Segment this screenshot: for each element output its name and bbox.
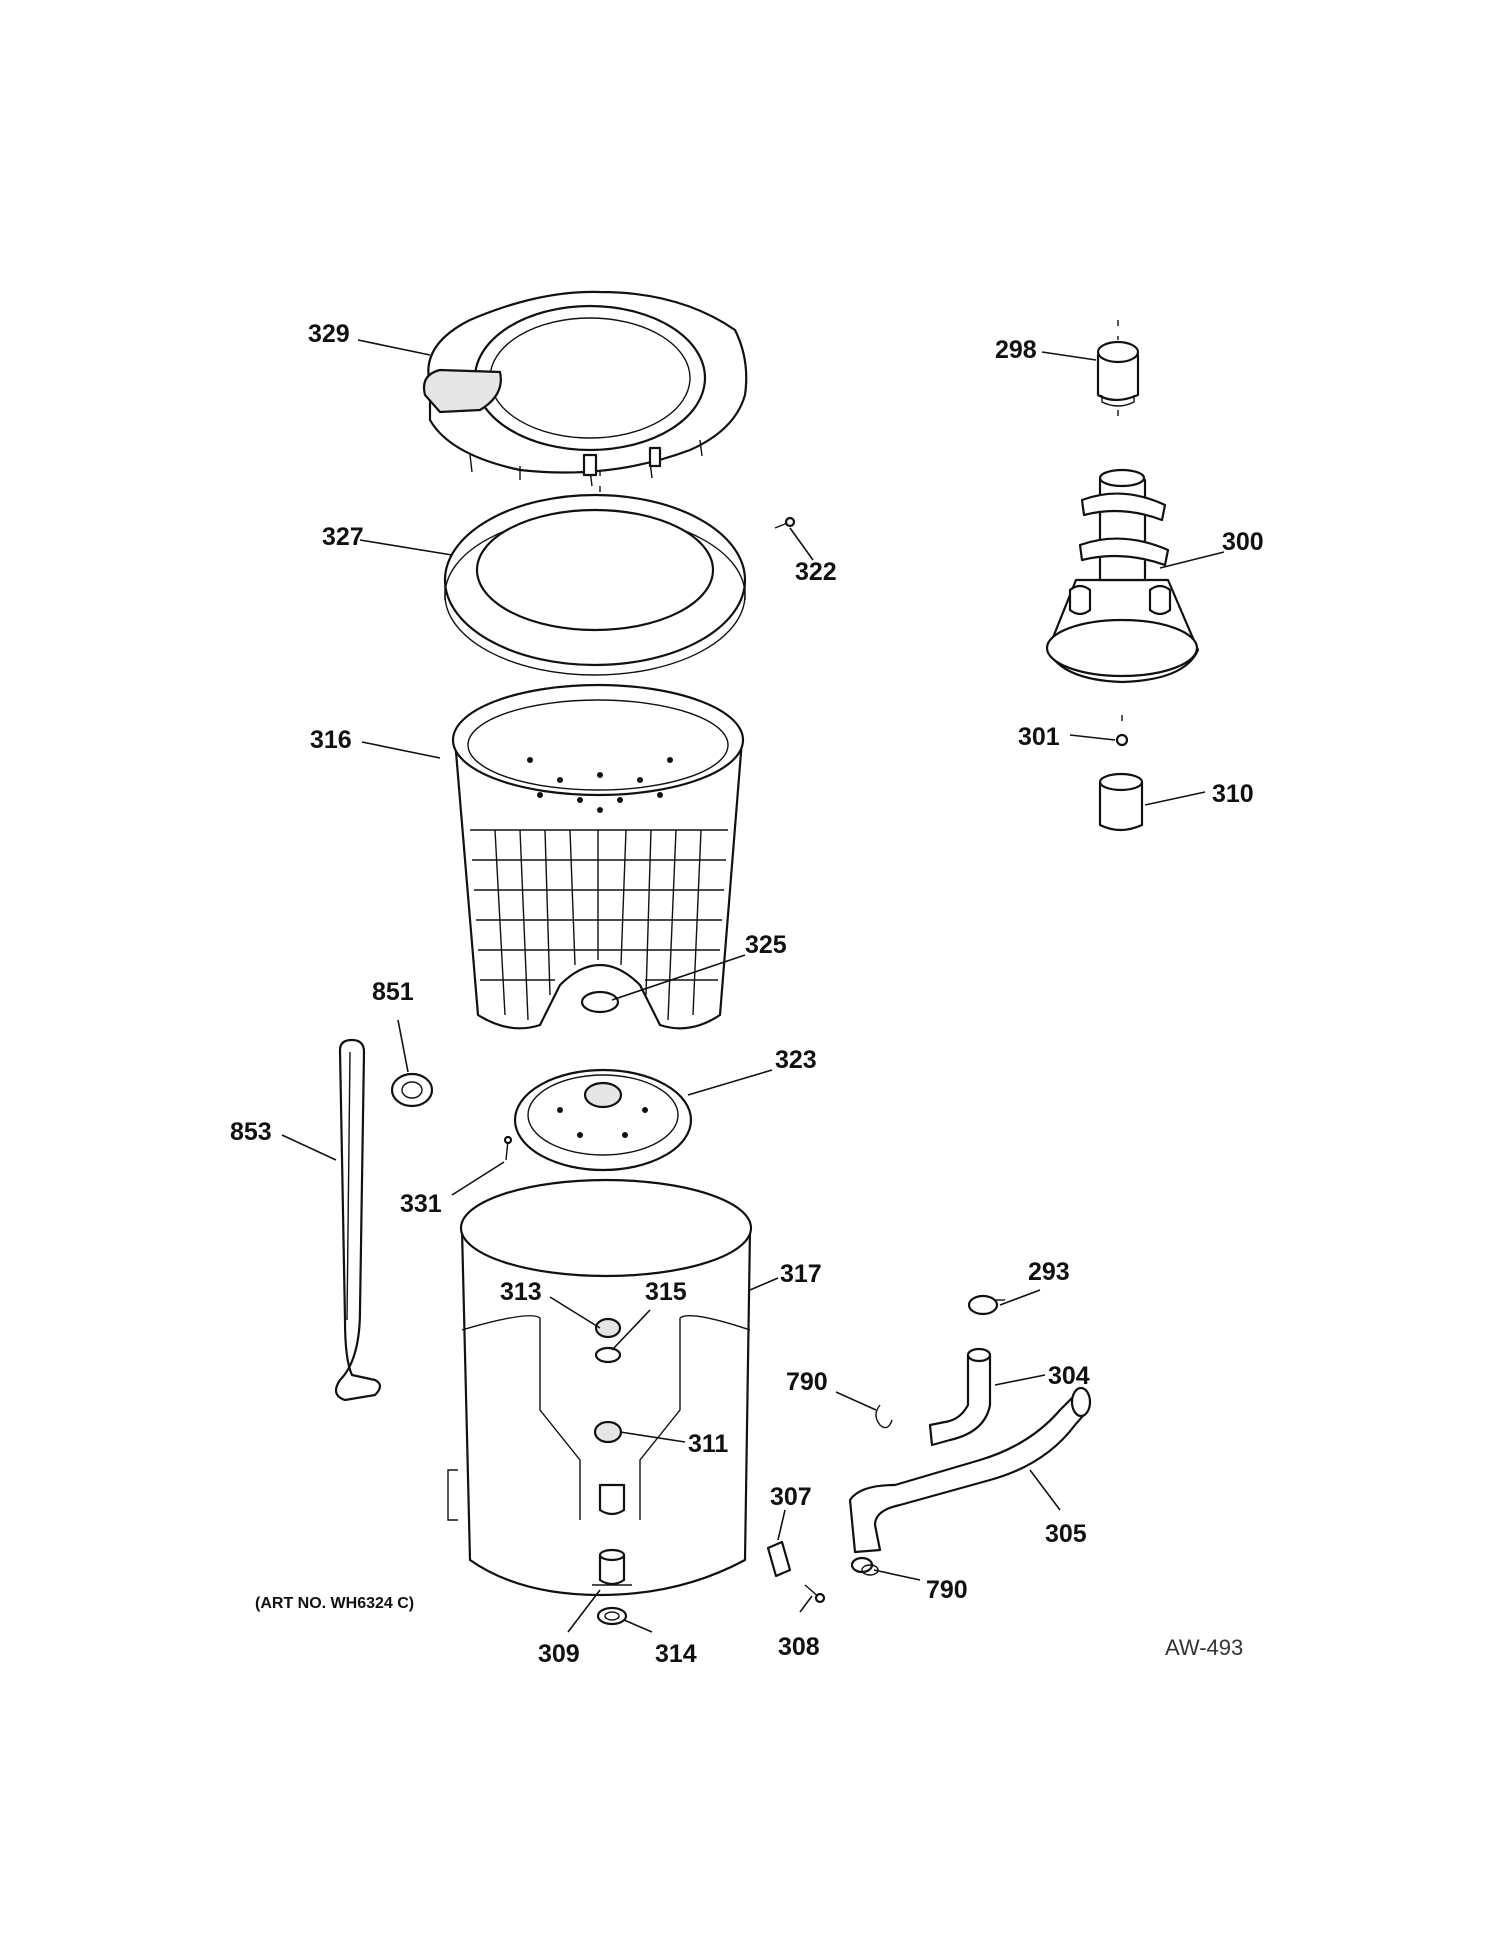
bearing-309-part: [592, 1548, 632, 1586]
tub-cover-part: [422, 290, 748, 487]
callout-329: 329: [308, 320, 350, 348]
drain-hose-305-part: [848, 1386, 1092, 1554]
agitator-cap-298-part: [1096, 340, 1140, 407]
callout-790-upper: 790: [786, 1368, 828, 1396]
hub-part: [513, 1068, 693, 1172]
clamp-790-upper-part: [875, 1404, 893, 1429]
callout-323: 323: [775, 1046, 817, 1074]
callout-305: 305: [1045, 1520, 1087, 1548]
callout-322: 322: [795, 558, 837, 586]
bracket-307-part: [766, 1540, 792, 1578]
callout-790-lower: 790: [926, 1576, 968, 1604]
callout-325: 325: [745, 931, 787, 959]
callout-316: 316: [310, 726, 352, 754]
leader-lines: [281, 339, 1225, 1633]
callout-311: 311: [688, 1430, 728, 1458]
callout-309: 309: [538, 1640, 580, 1668]
balance-ring-part: [443, 493, 747, 676]
callout-310: 310: [1212, 780, 1254, 808]
elbow-304-part: [928, 1347, 992, 1447]
cap-851-part: [390, 1072, 434, 1108]
screw-322-part: [774, 516, 796, 529]
callout-315: 315: [645, 1278, 687, 1306]
callout-851: 851: [372, 978, 414, 1006]
clamp-293-part: [967, 1294, 1005, 1316]
callout-307: 307: [770, 1483, 812, 1511]
callout-298: 298: [995, 336, 1037, 364]
callout-317: 317: [780, 1260, 822, 1288]
callout-304: 304: [1048, 1362, 1090, 1390]
agitator-300-part: [1045, 468, 1200, 684]
callout-301: 301: [1018, 723, 1060, 751]
bolt-331-part: [503, 1135, 513, 1161]
callout-314: 314: [655, 1640, 697, 1668]
coupling-310-part: [1098, 772, 1144, 832]
callout-331: 331: [400, 1190, 442, 1218]
seal-314-part: [596, 1606, 628, 1626]
spin-basket-part: [451, 683, 745, 1030]
callout-308: 308: [778, 1633, 820, 1661]
callout-327: 327: [322, 523, 364, 551]
screw-308-part: [804, 1584, 826, 1604]
pressure-tube-853-part: [334, 1038, 382, 1402]
callout-293: 293: [1028, 1258, 1070, 1286]
callout-313: 313: [500, 1278, 542, 1306]
outer-tub-part: [447, 1178, 753, 1597]
screw-301-part: [1115, 733, 1129, 747]
art-number-note: (ART NO. WH6324 C): [255, 1595, 414, 1612]
callout-300: 300: [1222, 528, 1264, 556]
clamp-790-lower-part: [850, 1556, 879, 1576]
drawing-id-label: AW-493: [1165, 1635, 1243, 1660]
callout-853: 853: [230, 1118, 272, 1146]
